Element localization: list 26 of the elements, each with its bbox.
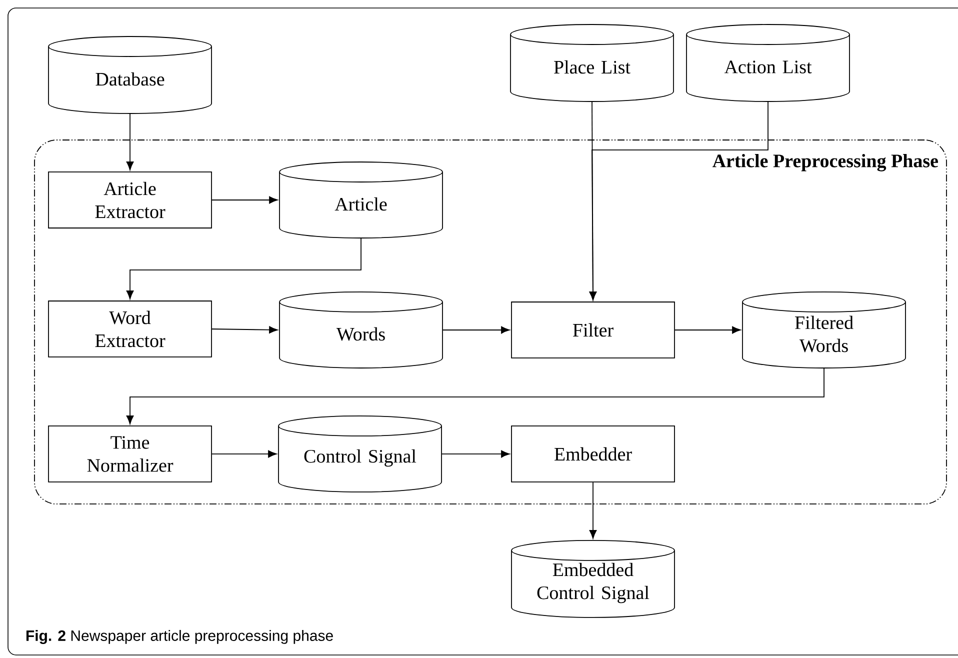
arrow: [212, 196, 278, 204]
process-box: Embedder: [511, 426, 675, 482]
arrow: [212, 326, 278, 334]
database-cylinder: Filtered Words: [742, 292, 906, 368]
arrow: [442, 450, 510, 458]
arrow: [442, 326, 510, 334]
arrow: [126, 238, 362, 300]
arrow: [212, 450, 277, 458]
process-box: Article Extractor: [48, 172, 212, 228]
database-cylinder: Embedded Control Signal: [511, 540, 675, 618]
process-box: Filter: [511, 302, 675, 358]
phase-heading: Article Preprocessing Phase: [712, 154, 938, 172]
figure-caption: Fig. 2 Newspaper article preprocessing phase: [26, 630, 333, 644]
arrow: [126, 114, 134, 170]
arrow: [126, 368, 824, 424]
database-cylinder: Place List: [510, 24, 674, 102]
database-cylinder: Words: [279, 292, 443, 368]
database-cylinder: Control Signal: [278, 416, 442, 492]
process-box: Time Normalizer: [48, 426, 212, 482]
database-cylinder: Database: [48, 36, 212, 114]
process-box: Word Extractor: [48, 300, 212, 358]
database-cylinder: Action List: [686, 24, 850, 102]
arrow: [674, 326, 741, 334]
arrow: [589, 101, 768, 300]
database-cylinder: Article: [279, 162, 443, 238]
arrow: [589, 482, 597, 539]
